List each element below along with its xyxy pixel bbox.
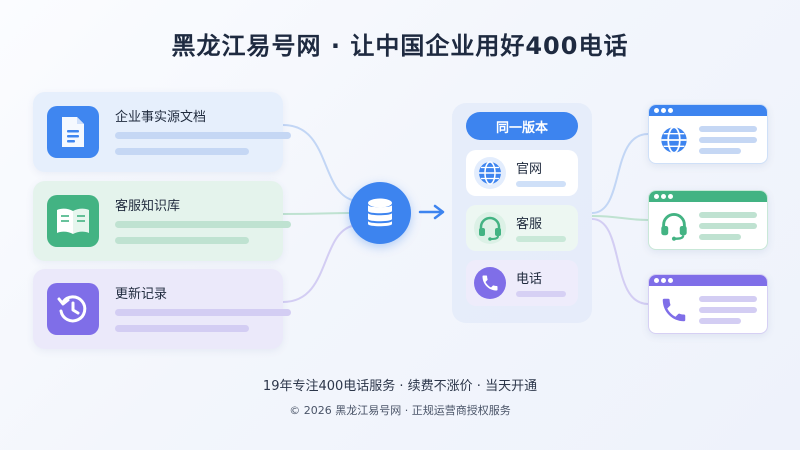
placeholder-line bbox=[699, 148, 741, 154]
panel-item-service: 客服 bbox=[466, 205, 578, 251]
placeholder-line bbox=[115, 221, 291, 228]
source-label: 更新记录 bbox=[115, 287, 168, 302]
panel-item-phone: 电话 bbox=[466, 260, 578, 306]
source-card-knowledge-base: 客服知识库 bbox=[33, 181, 291, 261]
output-window-phone bbox=[648, 274, 768, 334]
window-titlebar bbox=[649, 191, 767, 202]
arrow-right-icon bbox=[418, 204, 445, 220]
book-icon bbox=[47, 195, 99, 247]
globe-icon bbox=[474, 157, 506, 189]
placeholder-line bbox=[115, 148, 249, 155]
connector-panel-to-win3 bbox=[591, 218, 649, 305]
page-title: 黑龙江易号网 · 让中国企业用好400电话 bbox=[171, 32, 629, 60]
database-hub bbox=[349, 182, 411, 244]
placeholder-line bbox=[699, 296, 757, 302]
headset-icon bbox=[474, 212, 506, 244]
globe-icon bbox=[661, 126, 687, 154]
output-window-website bbox=[648, 104, 768, 164]
placeholder-line bbox=[516, 181, 566, 187]
window-titlebar bbox=[649, 105, 767, 116]
panel-item-label: 电话 bbox=[516, 272, 543, 287]
placeholder-line bbox=[516, 236, 566, 242]
history-icon bbox=[47, 283, 99, 335]
phone-icon bbox=[662, 298, 686, 322]
database-icon bbox=[368, 198, 392, 227]
footer-tagline: 19年专注400电话服务 · 续费不涨价 · 当天开通 bbox=[262, 379, 538, 394]
placeholder-line bbox=[699, 318, 741, 324]
source-card-update-log: 更新记录 bbox=[33, 269, 291, 349]
placeholder-line bbox=[699, 126, 757, 132]
source-card-documents: 企业事实源文档 bbox=[33, 92, 291, 172]
placeholder-line bbox=[699, 137, 757, 143]
output-window-service bbox=[648, 190, 768, 250]
placeholder-line bbox=[516, 291, 566, 297]
connector-log-to-hub bbox=[282, 225, 353, 303]
footer-copyright: © 2026 黑龙江易号网 · 正规运营商授权服务 bbox=[289, 404, 511, 417]
placeholder-line bbox=[115, 325, 249, 332]
panel-item-label: 官网 bbox=[516, 162, 543, 177]
headset-icon bbox=[661, 213, 687, 241]
window-titlebar bbox=[649, 275, 767, 286]
connector-panel-to-win1 bbox=[591, 133, 649, 214]
placeholder-line bbox=[115, 132, 291, 139]
placeholder-line bbox=[115, 309, 291, 316]
panel-header: 同一版本 bbox=[466, 112, 578, 140]
placeholder-line bbox=[115, 237, 249, 244]
placeholder-line bbox=[699, 223, 757, 229]
connector-panel-to-win2 bbox=[591, 215, 649, 221]
phone-icon bbox=[474, 267, 506, 299]
connector-docs-to-hub bbox=[282, 124, 353, 201]
placeholder-line bbox=[699, 234, 741, 240]
document-icon bbox=[47, 106, 99, 158]
panel-item-label: 客服 bbox=[516, 217, 543, 232]
source-label: 客服知识库 bbox=[115, 199, 181, 214]
source-label: 企业事实源文档 bbox=[115, 110, 207, 125]
placeholder-line bbox=[699, 307, 757, 313]
connector-kb-to-hub bbox=[282, 212, 350, 215]
panel-item-website: 官网 bbox=[466, 150, 578, 196]
placeholder-line bbox=[699, 212, 757, 218]
